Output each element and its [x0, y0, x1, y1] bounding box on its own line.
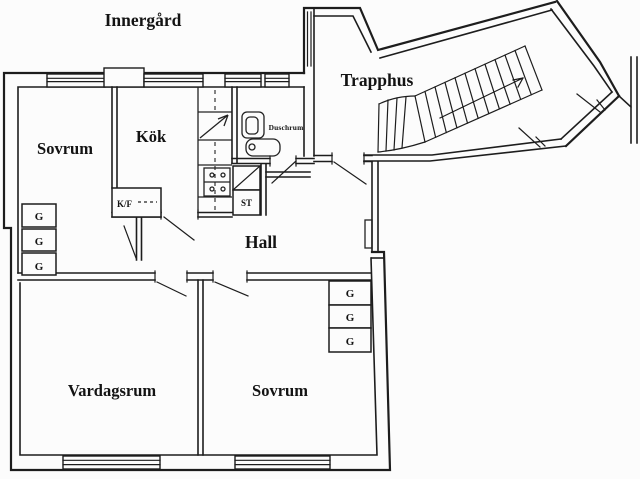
- room-labels: Innergård Trapphus Sovrum Kök Duschrum H…: [37, 10, 413, 400]
- living-room-door: [156, 281, 187, 297]
- fridge-freezer-cabinet: K/F: [111, 187, 162, 218]
- entrance-door: [333, 161, 367, 185]
- window: [234, 455, 331, 470]
- wardrobes-right: G G G: [328, 280, 372, 353]
- shower-room-label: Duschrum: [269, 123, 305, 132]
- kitchen-label: Kök: [136, 127, 167, 146]
- window: [264, 73, 290, 88]
- top-windows: [46, 67, 290, 88]
- bedroom-top-label: Sovrum: [37, 139, 93, 158]
- kitchen-counter: [197, 87, 232, 217]
- window: [46, 73, 106, 88]
- window: [143, 73, 204, 88]
- courtyard-label: Innergård: [105, 10, 182, 30]
- stairs-arrow-icon: [439, 77, 524, 119]
- hall-walls: [17, 270, 372, 456]
- wardrobe-label: G: [346, 288, 355, 300]
- toilet-icon: [241, 111, 265, 139]
- wardrobe-label: G: [346, 336, 355, 348]
- fan-icon: [199, 114, 229, 139]
- bedroom-bottom-label: Sovrum: [252, 381, 308, 400]
- sink-icon: [245, 138, 281, 157]
- stairwell-walls: [302, 0, 638, 162]
- stove-icon: [203, 167, 231, 197]
- stairwell-label: Trapphus: [341, 70, 414, 90]
- cleaning-closet: ST: [232, 165, 261, 216]
- stairs: [377, 45, 543, 153]
- cleaning-closet-label: ST: [241, 198, 252, 208]
- apartment-walls: [2, 71, 392, 472]
- wardrobe-label: G: [35, 261, 44, 273]
- landing-doors: [518, 93, 606, 148]
- window: [224, 73, 262, 88]
- wall-cabinet: [364, 219, 373, 249]
- wardrobe-label: G: [346, 312, 355, 324]
- fridge-freezer-label: K/F: [117, 199, 133, 209]
- kitchen-door: [163, 216, 195, 241]
- window: [62, 455, 161, 470]
- wall-pier: [103, 67, 145, 88]
- wardrobe-label: G: [35, 236, 44, 248]
- wardrobe-label: G: [35, 211, 44, 223]
- bathroom-walls: [231, 86, 315, 216]
- bedroom-door: [214, 281, 249, 297]
- hall-label: Hall: [245, 232, 277, 252]
- entrance-walls: [313, 152, 379, 253]
- living-room-label: Vardagsrum: [68, 381, 157, 400]
- bottom-windows: [62, 455, 331, 470]
- wardrobes-left: G G G: [21, 203, 57, 276]
- alcove-door: [123, 225, 137, 259]
